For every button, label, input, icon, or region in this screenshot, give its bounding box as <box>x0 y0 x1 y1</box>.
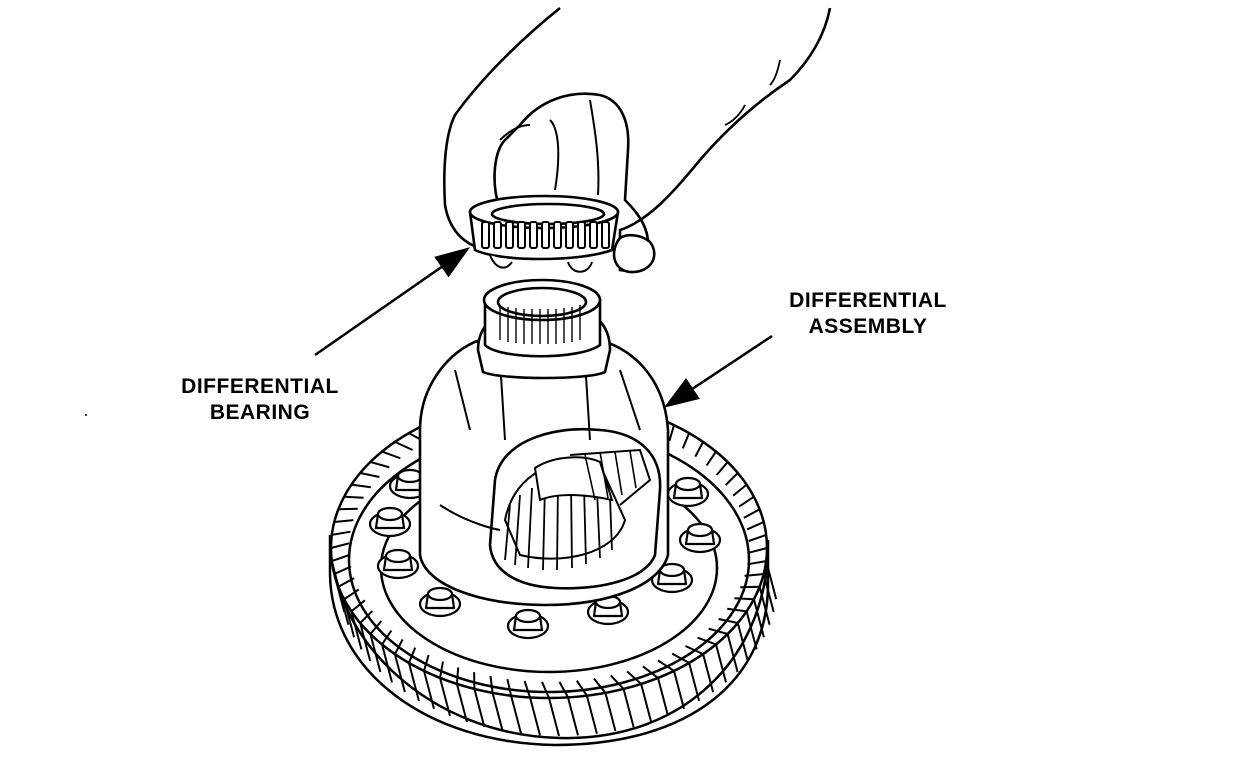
label-line: BEARING <box>209 401 311 424</box>
bearing-roller <box>505 221 514 249</box>
bolt <box>666 476 710 508</box>
bearing-roller <box>493 221 502 249</box>
bearing-arrow <box>314 247 471 357</box>
bearing-rollers <box>481 221 610 249</box>
bearing-roller <box>541 221 550 249</box>
assembly-arrow <box>663 334 773 408</box>
bolt <box>418 586 462 618</box>
bearing-roller <box>553 221 562 249</box>
bolt <box>678 522 722 554</box>
label-line: ASSEMBLY <box>808 315 928 338</box>
bearing-roller <box>589 221 598 249</box>
bearing-roller <box>517 221 526 249</box>
stray-mark <box>85 414 87 416</box>
differential-case <box>418 278 670 607</box>
label-line: DIFFERENTIAL <box>181 375 339 398</box>
bearing-roller <box>601 221 610 249</box>
differential-bearing-label: DIFFERENTIAL BEARING <box>150 374 370 426</box>
bearing-roller <box>565 221 574 249</box>
differential-assembly-label: DIFFERENTIAL ASSEMBLY <box>758 288 978 340</box>
bolt <box>368 506 412 538</box>
label-line: DIFFERENTIAL <box>789 289 947 312</box>
bearing-roller <box>529 221 538 249</box>
pinion-gears <box>503 448 652 571</box>
bolt <box>650 562 694 594</box>
bolt <box>506 608 550 640</box>
bolt <box>376 548 420 580</box>
bearing-roller <box>577 221 586 249</box>
bearing-roller <box>481 221 490 249</box>
differential-bearing <box>468 194 620 273</box>
hand <box>443 6 832 274</box>
